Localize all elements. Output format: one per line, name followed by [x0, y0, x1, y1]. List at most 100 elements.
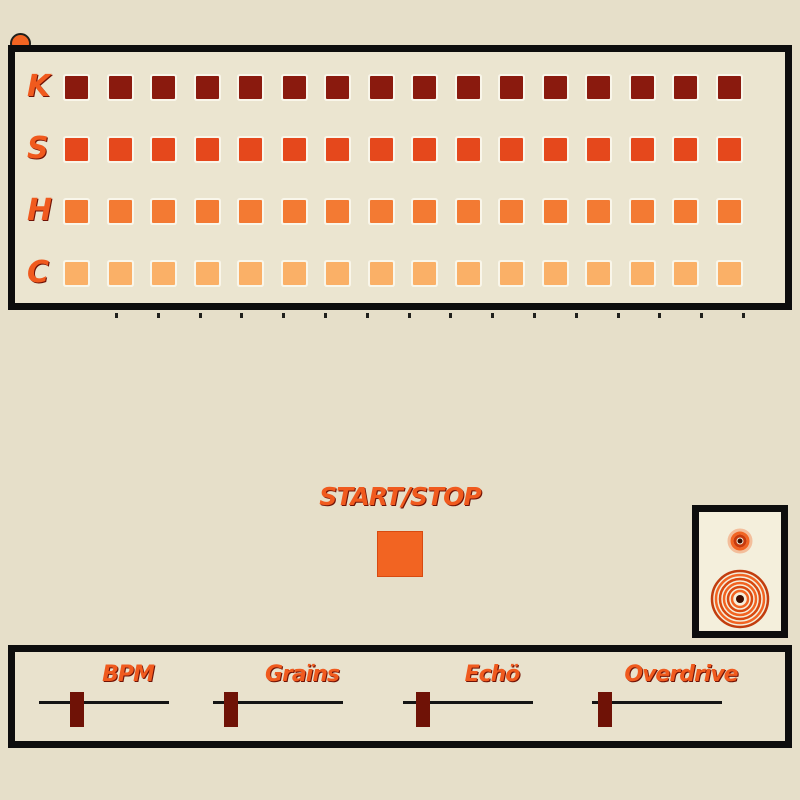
step-hihat-12[interactable]: [543, 199, 567, 223]
sequencer-row-snare: S: [15, 118, 785, 180]
slider-track-grains[interactable]: [213, 692, 343, 727]
step-hihat-8[interactable]: [369, 199, 393, 223]
step-hihat-11[interactable]: [500, 199, 524, 223]
step-snare-2[interactable]: [108, 137, 132, 161]
step-snare-3[interactable]: [152, 137, 176, 161]
step-kick-1[interactable]: [65, 75, 88, 99]
step-kick-15[interactable]: [674, 75, 698, 99]
steps-clap: [65, 261, 741, 285]
slider-handle-grains[interactable]: [224, 692, 239, 727]
slider-label-grains: Graïns: [264, 662, 340, 687]
slider-label-overdrive: Overdrive: [624, 662, 738, 687]
step-tick-15: [690, 313, 713, 318]
step-clap-6[interactable]: [282, 261, 306, 285]
step-kick-2[interactable]: [108, 75, 132, 99]
step-snare-14[interactable]: [630, 137, 654, 161]
step-kick-6[interactable]: [282, 75, 306, 99]
step-hihat-10[interactable]: [456, 199, 480, 223]
step-clap-1[interactable]: [65, 261, 88, 285]
steps-kick: [65, 75, 741, 99]
step-snare-8[interactable]: [369, 137, 393, 161]
step-snare-10[interactable]: [456, 137, 480, 161]
step-hihat-2[interactable]: [108, 199, 132, 223]
slider-handle-bpm[interactable]: [69, 692, 84, 727]
step-hihat-16[interactable]: [717, 199, 741, 223]
step-snare-1[interactable]: [65, 137, 88, 161]
step-clap-16[interactable]: [717, 261, 741, 285]
step-tick-5: [272, 313, 295, 318]
step-tick-16: [732, 313, 755, 318]
slider-group-grains: Graïns: [213, 662, 343, 727]
step-clap-3[interactable]: [152, 261, 176, 285]
step-hihat-6[interactable]: [282, 199, 306, 223]
step-clap-5[interactable]: [239, 261, 263, 285]
step-snare-16[interactable]: [717, 137, 741, 161]
step-snare-13[interactable]: [587, 137, 611, 161]
step-hihat-13[interactable]: [587, 199, 611, 223]
step-clap-8[interactable]: [369, 261, 393, 285]
step-kick-16[interactable]: [717, 75, 741, 99]
step-hihat-7[interactable]: [326, 199, 350, 223]
visualizer-panel: [692, 505, 788, 638]
slider-track-echo[interactable]: [403, 692, 533, 727]
step-tick-14: [648, 313, 671, 318]
sequencer-row-kick: K: [15, 56, 785, 118]
step-hihat-1[interactable]: [65, 199, 88, 223]
slider-track-overdrive[interactable]: [592, 692, 722, 727]
step-hihat-3[interactable]: [152, 199, 176, 223]
step-clap-7[interactable]: [326, 261, 350, 285]
step-hihat-9[interactable]: [413, 199, 437, 223]
step-kick-12[interactable]: [543, 75, 567, 99]
steps-hihat: [65, 199, 741, 223]
step-tick-7: [356, 313, 379, 318]
step-snare-9[interactable]: [413, 137, 437, 161]
step-clap-15[interactable]: [674, 261, 698, 285]
step-clap-4[interactable]: [195, 261, 219, 285]
step-snare-6[interactable]: [282, 137, 306, 161]
step-tick-10: [481, 313, 504, 318]
slider-label-echo: Echö: [464, 662, 521, 687]
step-kick-14[interactable]: [630, 75, 654, 99]
step-tick-2: [147, 313, 170, 318]
start-stop-button[interactable]: [377, 531, 423, 577]
step-hihat-5[interactable]: [239, 199, 263, 223]
large-ring-graphic: [710, 569, 770, 629]
step-hihat-14[interactable]: [630, 199, 654, 223]
step-kick-9[interactable]: [413, 75, 437, 99]
step-tick-4: [230, 313, 253, 318]
step-snare-7[interactable]: [326, 137, 350, 161]
step-hihat-4[interactable]: [195, 199, 219, 223]
slider-handle-overdrive[interactable]: [598, 692, 612, 727]
step-snare-5[interactable]: [239, 137, 263, 161]
step-kick-11[interactable]: [500, 75, 524, 99]
step-clap-9[interactable]: [413, 261, 437, 285]
step-tick-1: [105, 313, 128, 318]
step-snare-12[interactable]: [543, 137, 567, 161]
step-tick-8: [398, 313, 421, 318]
step-clap-2[interactable]: [108, 261, 132, 285]
step-snare-15[interactable]: [674, 137, 698, 161]
step-snare-11[interactable]: [500, 137, 524, 161]
step-clap-11[interactable]: [500, 261, 524, 285]
step-clap-13[interactable]: [587, 261, 611, 285]
slider-handle-echo[interactable]: [415, 692, 430, 727]
step-snare-4[interactable]: [195, 137, 219, 161]
sequencer-row-hihat: H: [15, 180, 785, 242]
step-hihat-15[interactable]: [674, 199, 698, 223]
step-clap-14[interactable]: [630, 261, 654, 285]
slider-track-bpm[interactable]: [39, 692, 169, 727]
step-kick-8[interactable]: [369, 75, 393, 99]
row-label-kick: K: [27, 69, 50, 104]
step-clap-12[interactable]: [543, 261, 567, 285]
step-kick-10[interactable]: [456, 75, 480, 99]
step-kick-5[interactable]: [239, 75, 263, 99]
start-stop-label: START/STOP: [319, 482, 481, 511]
step-kick-7[interactable]: [326, 75, 350, 99]
step-kick-3[interactable]: [152, 75, 176, 99]
step-tick-12: [565, 313, 588, 318]
step-clap-10[interactable]: [456, 261, 480, 285]
step-kick-13[interactable]: [587, 75, 611, 99]
step-ticks: [105, 313, 755, 318]
step-kick-4[interactable]: [195, 75, 219, 99]
